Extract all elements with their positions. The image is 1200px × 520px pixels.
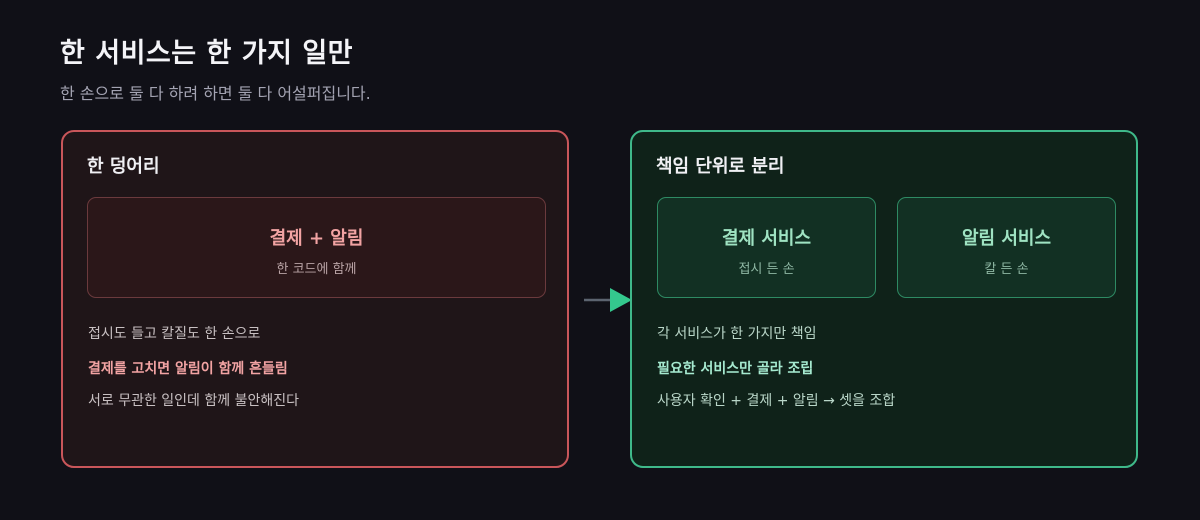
notification-service-box: 알림 서비스 칼 든 손 [897,197,1116,298]
notification-service-title: 알림 서비스 [961,228,1052,249]
payment-service-subtitle: 접시 든 손 [738,262,795,277]
payment-service-title: 결제 서비스 [721,228,812,249]
split-point-3: 사용자 확인 + 결제 + 알림 → 셋을 조합 [657,393,896,409]
combined-service-box: 결제 + 알림 한 코드에 함께 [87,197,546,298]
monolith-panel-heading: 한 덩어리 [87,156,160,177]
notification-service-subtitle: 칼 든 손 [984,262,1029,277]
monolith-point-2: 결제를 고치면 알림이 함께 흔들림 [88,361,288,377]
split-panel: 책임 단위로 분리 결제 서비스 접시 든 손 알림 서비스 칼 든 손 각 서… [630,130,1138,468]
page-subtitle: 한 손으로 둘 다 하려 하면 둘 다 어설퍼집니다. [60,84,371,103]
split-point-2: 필요한 서비스만 골라 조립 [657,361,814,377]
combined-service-subtitle: 한 코드에 함께 [276,262,357,277]
monolith-panel: 한 덩어리 결제 + 알림 한 코드에 함께 접시도 들고 칼질도 한 손으로 … [61,130,569,468]
arrow-head [610,288,632,312]
split-panel-heading: 책임 단위로 분리 [656,156,785,177]
payment-service-box: 결제 서비스 접시 든 손 [657,197,876,298]
monolith-point-1: 접시도 들고 칼질도 한 손으로 [88,326,261,342]
monolith-point-3: 서로 무관한 일인데 함께 불안해진다 [88,393,299,409]
combined-service-title: 결제 + 알림 [269,228,364,249]
split-point-1: 각 서비스가 한 가지만 책임 [657,326,817,342]
page-title: 한 서비스는 한 가지 일만 [60,38,353,69]
right-arrow-icon [584,288,632,312]
